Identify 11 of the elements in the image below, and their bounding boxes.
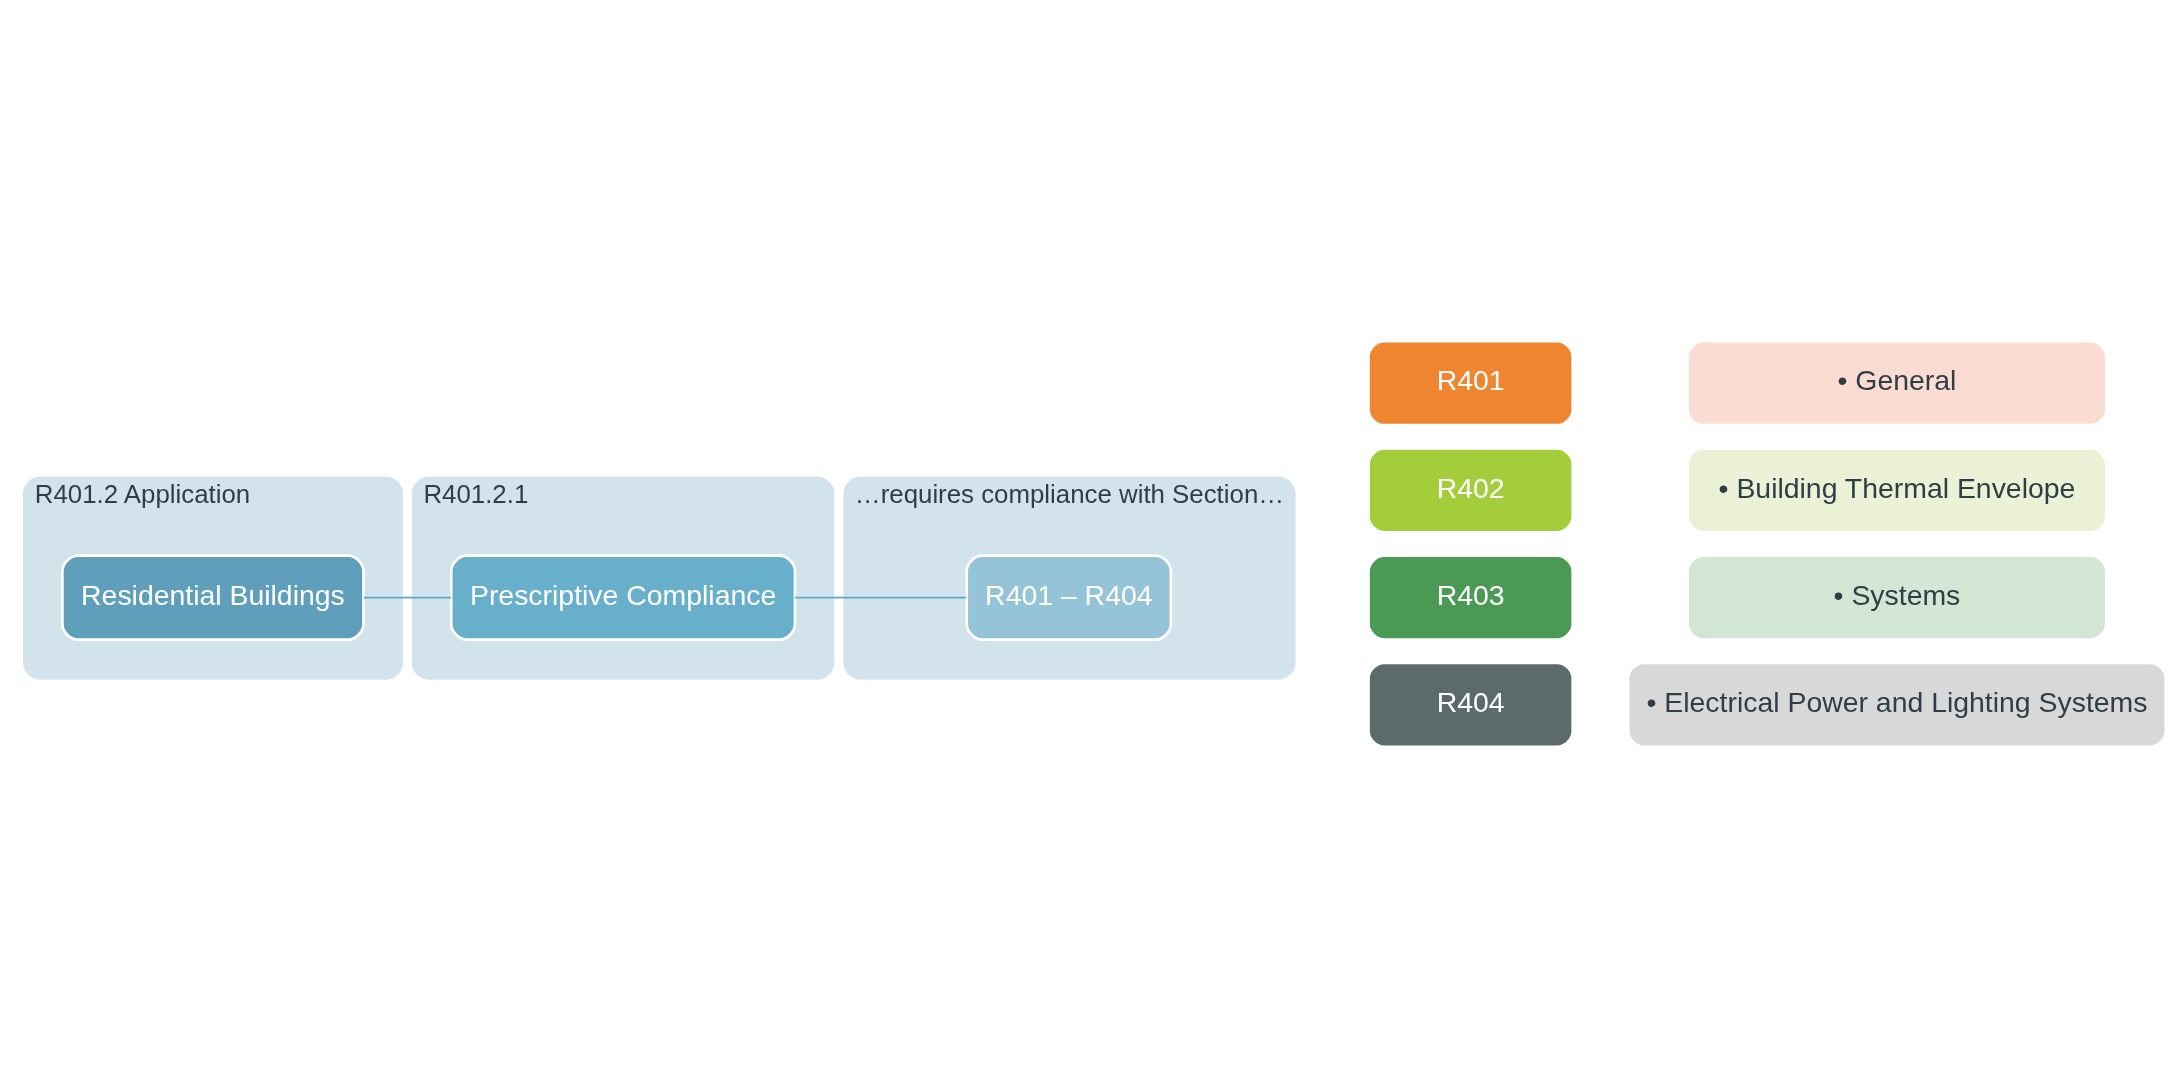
connector — [794, 596, 968, 599]
node-box: Prescriptive Compliance — [450, 553, 797, 641]
node-box: R401 – R404 — [965, 553, 1173, 641]
node-box: R404 — [1367, 661, 1574, 748]
node-box: • General — [1686, 339, 2108, 426]
connector — [362, 596, 452, 599]
node-box: • Electrical Power and Lighting Systems — [1626, 661, 2167, 748]
node-box: R402 — [1367, 446, 1574, 534]
node-box: R401 — [1367, 339, 1574, 426]
node-box: Residential Buildings — [61, 553, 365, 641]
node-box: • Building Thermal Envelope — [1686, 446, 2108, 534]
